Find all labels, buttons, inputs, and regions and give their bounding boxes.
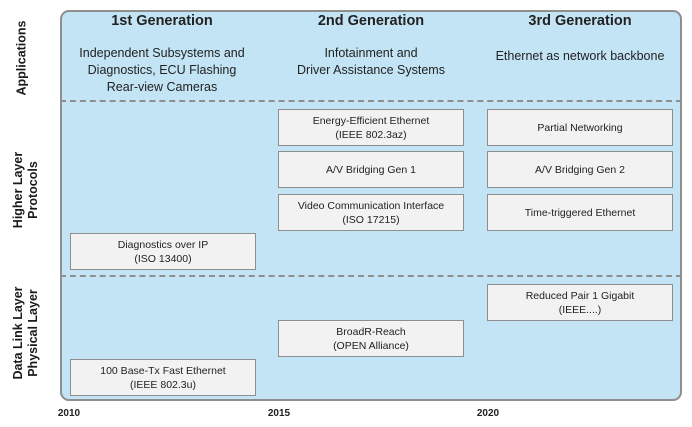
generation-2-heading: 2nd Generation xyxy=(317,13,425,29)
generation-1-heading: 1st Generation xyxy=(111,13,213,29)
divider-applications-protocols xyxy=(60,100,682,102)
box-diagnostics-over-ip: Diagnostics over IP (ISO 13400) xyxy=(70,233,256,270)
box-av-bridging-gen-1: A/V Bridging Gen 1 xyxy=(278,151,464,188)
box-av-bridging-gen-2: A/V Bridging Gen 2 xyxy=(487,151,673,188)
generation-3-applications: Ethernet as network backbone xyxy=(495,49,665,63)
box-100-base-tx-fast-ethernet: 100 Base-Tx Fast Ethernet (IEEE 802.3u) xyxy=(70,359,256,396)
box-video-communication-interface: Video Communication Interface (ISO 17215… xyxy=(278,194,464,231)
box-reduced-pair-1-gigabit: Reduced Pair 1 Gigabit (IEEE....) xyxy=(487,284,673,321)
layer-label-applications: Applications xyxy=(14,20,29,96)
generation-1-applications: Independent Subsystems and Diagnostics, … xyxy=(79,46,245,94)
box-broadr-reach: BroadR-Reach (OPEN Alliance) xyxy=(278,320,464,357)
box-time-triggered-ethernet: Time-triggered Ethernet xyxy=(487,194,673,231)
generation-2-applications: Infotainment and Driver Assistance Syste… xyxy=(297,46,445,77)
layer-label-higher-layer-protocols: Higher Layer Protocols xyxy=(11,151,40,229)
box-energy-efficient-ethernet: Energy-Efficient Ethernet (IEEE 802.3az) xyxy=(278,109,464,146)
timeline-tick-2020: 2020 xyxy=(476,408,500,419)
timeline-tick-2010: 2010 xyxy=(57,408,81,419)
box-partial-networking: Partial Networking xyxy=(487,109,673,146)
generation-3-heading: 3rd Generation xyxy=(528,13,632,29)
timeline-tick-2015: 2015 xyxy=(267,408,291,419)
divider-protocols-datalink xyxy=(60,275,682,277)
layer-label-data-link-physical: Data Link Layer Physical Layer xyxy=(11,286,40,380)
